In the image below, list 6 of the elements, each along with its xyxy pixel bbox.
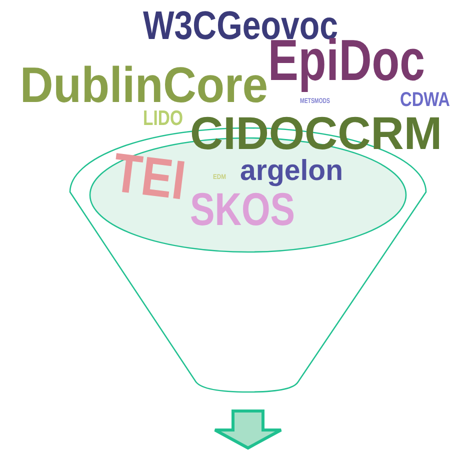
word-cloud-term: argelon — [240, 157, 343, 186]
word-cloud-term: SKOS — [190, 186, 295, 232]
word-cloud-term: CDWA — [400, 90, 450, 110]
word-cloud-term: TEI — [110, 145, 188, 208]
word-cloud-term: DublinCore — [20, 60, 268, 110]
word-cloud-term: LIDO — [143, 108, 183, 129]
